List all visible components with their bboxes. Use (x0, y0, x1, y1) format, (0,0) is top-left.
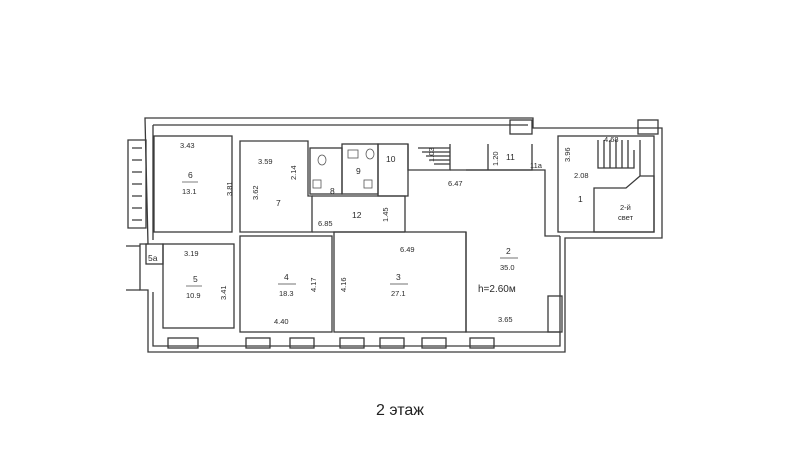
dim-4-68: 4.68 (604, 135, 619, 144)
stair-right (597, 140, 635, 169)
ceiling-height: h=2.60м (478, 284, 516, 295)
room-6-number: 6 (188, 170, 193, 180)
room-9-number: 9 (356, 166, 361, 176)
room-4-area: 18.3 (279, 289, 294, 298)
dim-3-81: 3.81 (225, 181, 234, 196)
room-10-number: 10 (386, 154, 396, 164)
room-4-number: 4 (284, 272, 289, 282)
dim-1-45: 1.45 (381, 207, 390, 222)
room-1-number: 1 (578, 194, 583, 204)
room-2-outline (465, 169, 560, 333)
room-2-area: 35.0 (500, 263, 515, 272)
dim-3-19: 3.19 (184, 249, 199, 258)
dim-3-96: 3.96 (563, 147, 572, 162)
room-8-number: 8 (330, 186, 335, 196)
room-6-outline (153, 135, 233, 233)
dim-2-08: 2.08 (574, 171, 589, 180)
sink-icon (347, 149, 359, 159)
inner-wall (152, 124, 561, 347)
room-5-number: 5 (193, 274, 198, 284)
room-5a-outline (145, 243, 164, 265)
dim-4-17: 4.17 (309, 277, 318, 292)
room-11-number: 11 (506, 152, 515, 162)
dim-1-20: 1.20 (491, 151, 500, 166)
room-7-number: 7 (276, 198, 281, 208)
dim-3-65: 3.65 (498, 315, 513, 324)
room-11a-number: 11а (530, 161, 543, 170)
room-12-number: 12 (352, 210, 362, 220)
room-2-number: 2 (506, 246, 511, 256)
window-left (127, 139, 147, 229)
room-10-outline (377, 143, 409, 197)
outer-wall (139, 117, 663, 353)
room-8-outline (309, 147, 343, 195)
dim-4-40: 4.40 (274, 317, 289, 326)
windows-bottom (167, 337, 495, 349)
dim-3-59: 3.59 (258, 157, 273, 166)
toilet-icon-2 (365, 148, 375, 160)
dim-6-49: 6.49 (400, 245, 415, 254)
dim-3-62: 3.62 (251, 185, 260, 200)
fixture-icon (312, 179, 322, 189)
room-5-area: 10.9 (186, 291, 201, 300)
room-5a-number: 5а (148, 253, 158, 263)
stair-outline (407, 144, 451, 171)
fixture-icon-2 (363, 179, 373, 189)
floor-caption: 2 этаж (376, 402, 424, 419)
room-6-area: 13.1 (182, 187, 197, 196)
dim-1-03: 1.03 (427, 147, 436, 162)
light-well-outline (593, 175, 655, 233)
room-3-area: 27.1 (391, 289, 406, 298)
dim-3-43: 3.43 (180, 141, 195, 150)
room-5-outline (162, 243, 235, 329)
light-well-label-2: свет (618, 213, 634, 222)
dim-4-16: 4.16 (339, 277, 348, 292)
dim-6-47: 6.47 (448, 179, 463, 188)
dim-6-85: 6.85 (318, 219, 333, 228)
dim-3-41: 3.41 (219, 285, 228, 300)
dim-2-14: 2.14 (289, 165, 298, 180)
toilet-icon (317, 154, 327, 166)
room-4-outline (239, 235, 333, 333)
window-right (547, 295, 563, 333)
window-left-2 (126, 245, 140, 291)
light-well-label-1: 2-й (620, 203, 631, 212)
windows-top (509, 119, 659, 135)
room-3-number: 3 (396, 272, 401, 282)
